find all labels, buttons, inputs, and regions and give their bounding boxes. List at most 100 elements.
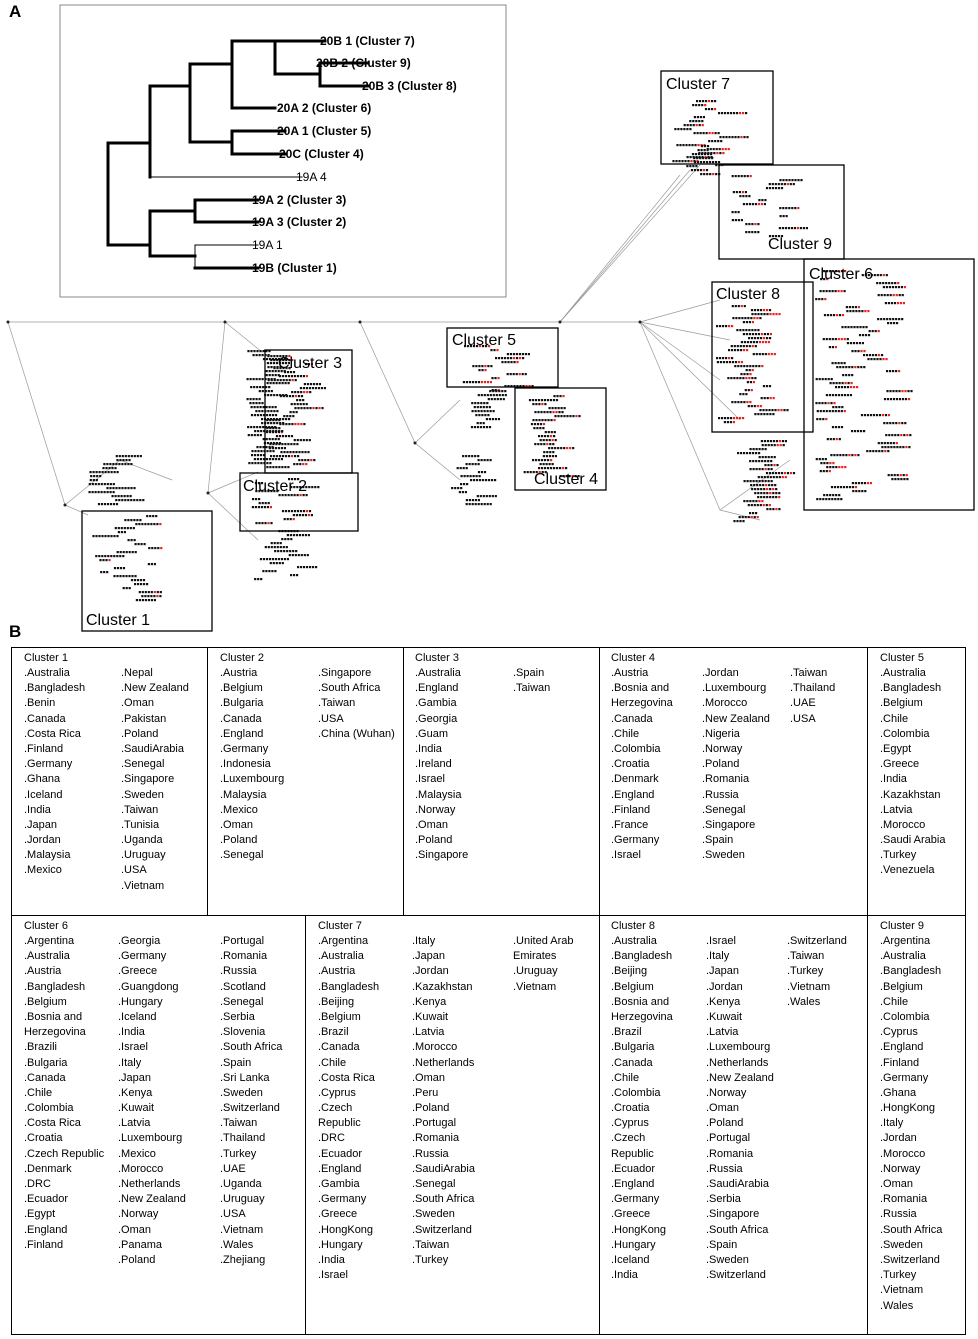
cluster-label-c2: Cluster 2 bbox=[243, 478, 307, 495]
country-item: Herzegovina bbox=[611, 1010, 673, 1023]
dendrogram-label: 19A 3 (Cluster 2) bbox=[252, 215, 346, 229]
country-item: .Germany bbox=[318, 1193, 367, 1206]
cluster-label-c7: Cluster 7 bbox=[666, 76, 730, 93]
country-item: .Australia bbox=[880, 950, 926, 963]
network-nodes bbox=[6, 320, 642, 507]
country-item: .Israel bbox=[118, 1041, 148, 1054]
country-item: .Germany bbox=[118, 950, 167, 963]
country-item: .SaudiArabia bbox=[121, 742, 184, 755]
country-item: .Uruguay bbox=[220, 1193, 265, 1206]
country-item: .Czech bbox=[318, 1102, 353, 1115]
country-item: .Oman bbox=[118, 1223, 152, 1236]
country-item: .Vietnam bbox=[220, 1223, 264, 1236]
dendrogram-label: 19B (Cluster 1) bbox=[252, 261, 337, 275]
country-item: .Vietnam bbox=[121, 879, 165, 892]
country-item: .Sweden bbox=[220, 1086, 263, 1099]
country-item: .Bangladesh bbox=[24, 980, 86, 993]
country-item: .Venezuela bbox=[880, 864, 935, 877]
country-item: .India bbox=[880, 773, 907, 786]
country-item: .USA bbox=[121, 864, 147, 877]
country-item: .Switzerland bbox=[412, 1223, 472, 1236]
country-item: .DRC bbox=[318, 1132, 345, 1145]
country-item: .Brazil bbox=[318, 1026, 349, 1039]
country-item: .DRC bbox=[24, 1178, 51, 1190]
country-item: .Switzerland bbox=[880, 1253, 940, 1266]
country-item: .South Africa bbox=[880, 1223, 943, 1236]
country-item: .Oman bbox=[415, 818, 449, 831]
country-item: .Italy bbox=[706, 950, 730, 963]
cluster-box-c5 bbox=[446, 327, 559, 388]
country-item: .Poland bbox=[706, 1117, 744, 1130]
country-item: .Mexico bbox=[220, 803, 258, 816]
table-cell-cluster-3: Cluster 3.Australia.England.Gambia.Georg… bbox=[403, 647, 599, 915]
country-item: .England bbox=[611, 1178, 655, 1190]
country-item: .England bbox=[220, 727, 264, 740]
country-item: .Taiwan bbox=[220, 1117, 258, 1130]
cell-title: Cluster 1 bbox=[24, 652, 69, 664]
country-item: .Senegal bbox=[412, 1178, 456, 1190]
country-item: .Singapore bbox=[121, 773, 175, 786]
country-item: .Georgia bbox=[118, 935, 161, 947]
country-item: .Gambia bbox=[415, 697, 457, 710]
country-column: .Australia.Bangladesh.Benin.Canada.Costa… bbox=[24, 666, 85, 879]
country-item: .Beijing bbox=[318, 995, 355, 1008]
country-item: .Japan bbox=[118, 1071, 152, 1084]
table-cell-cluster-9: Cluster 9.Argentina.Australia.Bangladesh… bbox=[867, 915, 966, 1335]
country-item: .Russia bbox=[220, 965, 257, 978]
country-item: .Brazil bbox=[611, 1026, 642, 1039]
country-item: .Senegal bbox=[220, 995, 264, 1008]
country-item: .Thailand bbox=[220, 1132, 266, 1145]
country-item: .Germany bbox=[24, 758, 73, 771]
country-item: .Hungary bbox=[611, 1238, 656, 1251]
country-item: .Jordan bbox=[24, 834, 61, 847]
dendrogram-label: 20A 1 (Cluster 5) bbox=[277, 124, 371, 138]
country-item: .Chile bbox=[611, 1071, 640, 1084]
country-item: .Taiwan bbox=[412, 1238, 450, 1251]
country-item: .Jordan bbox=[880, 1132, 917, 1145]
country-item: .Australia bbox=[611, 935, 657, 947]
country-item: .Australia bbox=[24, 667, 70, 679]
country-item: .China (Wuhan) bbox=[318, 727, 395, 740]
dendrogram-label: 20B 2 (Cluster 9) bbox=[316, 56, 411, 70]
country-item: .Oman bbox=[706, 1102, 740, 1115]
country-item: Republic bbox=[318, 1117, 361, 1130]
table-cell-cluster-1: Cluster 1 .Australia.Bangladesh.Benin.Can… bbox=[11, 647, 207, 915]
cluster-box-c4 bbox=[514, 387, 607, 491]
country-item: .South Africa bbox=[318, 682, 381, 695]
country-item: .Germany bbox=[220, 742, 269, 755]
country-item: .Malaysia bbox=[220, 788, 267, 801]
country-item: .Austria bbox=[220, 667, 258, 679]
country-item: .Tunisia bbox=[121, 818, 160, 831]
country-item: .Morocco bbox=[880, 1147, 926, 1160]
country-item: Emirates bbox=[513, 950, 557, 963]
country-item: .Poland bbox=[415, 834, 453, 847]
country-item: .Croatia bbox=[611, 1102, 650, 1115]
country-item: .Argentina bbox=[24, 935, 75, 947]
dendrogram-branches bbox=[106, 39, 370, 270]
country-item: .Luxembourg bbox=[118, 1132, 183, 1145]
country-item: .France bbox=[611, 818, 649, 831]
country-item: .Bosnia and bbox=[24, 1010, 83, 1023]
country-item: .England bbox=[318, 1162, 362, 1175]
country-item: .Russia bbox=[706, 1162, 743, 1175]
country-item: .Uruguay bbox=[121, 849, 166, 862]
panel-a-label: A bbox=[9, 2, 22, 21]
country-item: .Singapore bbox=[702, 818, 756, 831]
country-item: .India bbox=[118, 1026, 145, 1039]
country-item: .Kuwait bbox=[706, 1010, 743, 1023]
country-item: .Croatia bbox=[611, 758, 650, 771]
country-item: .Brazili bbox=[24, 1041, 58, 1054]
country-item: .Finland bbox=[880, 1056, 920, 1069]
phylogenetic-network: 20B 1 (Cluster 7)20B 2 (Cluster 9)20B 3 … bbox=[6, 4, 975, 632]
country-item: .Norway bbox=[702, 742, 743, 755]
dendrogram-label: 19A 4 bbox=[296, 170, 327, 184]
country-item: .Belgium bbox=[220, 682, 263, 695]
country-item: .Taiwan bbox=[790, 667, 828, 679]
country-item: .Kenya bbox=[412, 995, 447, 1008]
country-item: .Colombia bbox=[880, 727, 930, 740]
